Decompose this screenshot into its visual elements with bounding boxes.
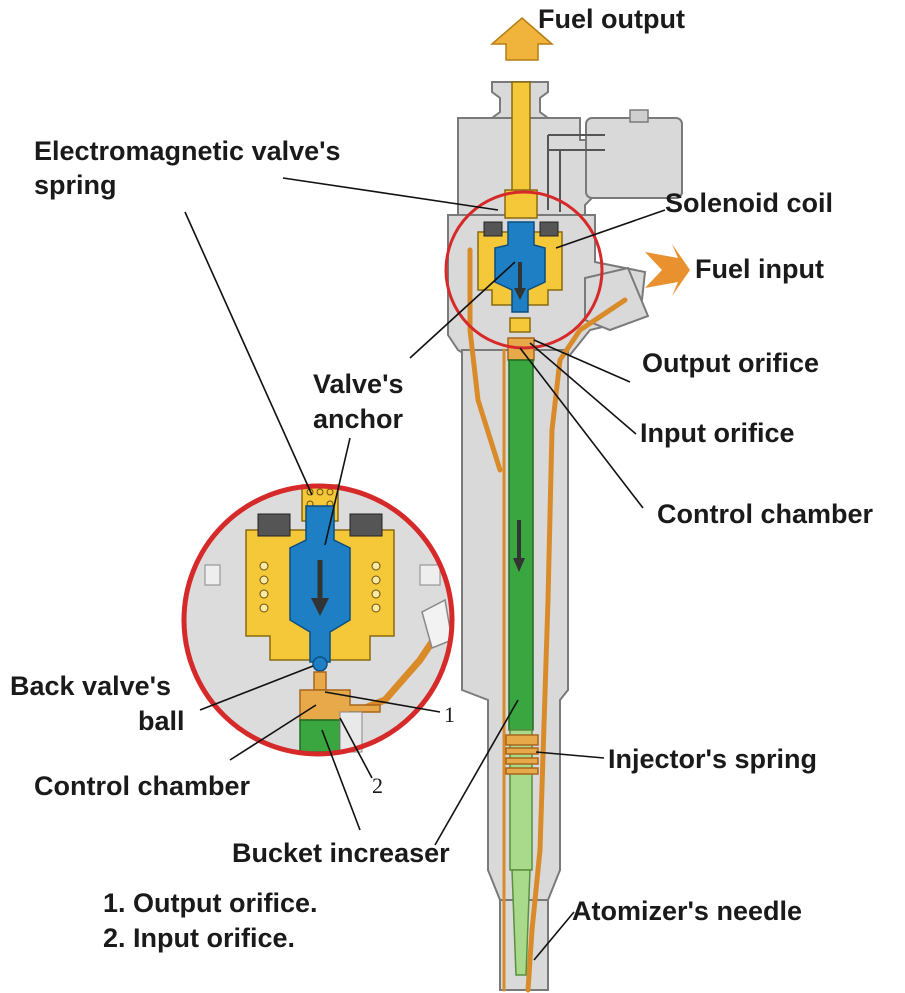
callout-1: 1 — [444, 702, 455, 727]
label-atomizer-needle: Atomizer's needle — [572, 896, 802, 926]
label-valve-anchor-line1: Valve's — [313, 369, 404, 399]
label-fuel-input: Fuel input — [695, 254, 824, 284]
upper-valve-assembly — [477, 189, 563, 333]
label-valve-anchor-line2: anchor — [313, 404, 404, 434]
label-output-orifice: Output orifice — [642, 348, 819, 378]
legend-item-1: 1. Output orifice. — [103, 888, 318, 918]
needle-column — [505, 337, 539, 976]
label-control-chamber-right: Control chamber — [657, 499, 874, 529]
label-control-chamber-left: Control chamber — [34, 771, 251, 801]
label-electromagnetic-spring-line2: spring — [34, 170, 117, 200]
label-input-orifice: Input orifice — [640, 418, 795, 448]
injector-body — [447, 81, 683, 991]
label-electromagnetic-spring-line1: Electromagnetic valve's — [34, 136, 341, 166]
fuel-output-arrow — [489, 17, 555, 61]
inset-highlight-circle — [181, 483, 455, 757]
label-solenoid-coil: Solenoid coil — [665, 188, 833, 218]
inset-back-valve-ball — [312, 656, 328, 672]
zoom-inset — [181, 483, 455, 757]
injector-spring-coils — [505, 747, 539, 775]
label-back-valve-ball-line2: ball — [138, 706, 185, 736]
leader-lines — [184, 177, 666, 961]
legend-item-2: 2. Input orifice. — [103, 923, 295, 953]
inset-coil-windings — [259, 561, 381, 613]
label-back-valve-ball-line1: Back valve's — [10, 671, 171, 701]
label-injector-spring: Injector's spring — [608, 744, 817, 774]
label-fuel-output: Fuel output — [538, 4, 685, 34]
output-channel — [511, 81, 531, 203]
fuel-passages — [467, 87, 628, 993]
inset-bucket-increaser — [299, 719, 341, 753]
callout-2: 2 — [372, 773, 383, 798]
upper-highlight-circle — [444, 190, 604, 350]
fuel-input-arrow — [645, 244, 690, 296]
label-bucket-increaser: Bucket increaser — [232, 838, 450, 868]
